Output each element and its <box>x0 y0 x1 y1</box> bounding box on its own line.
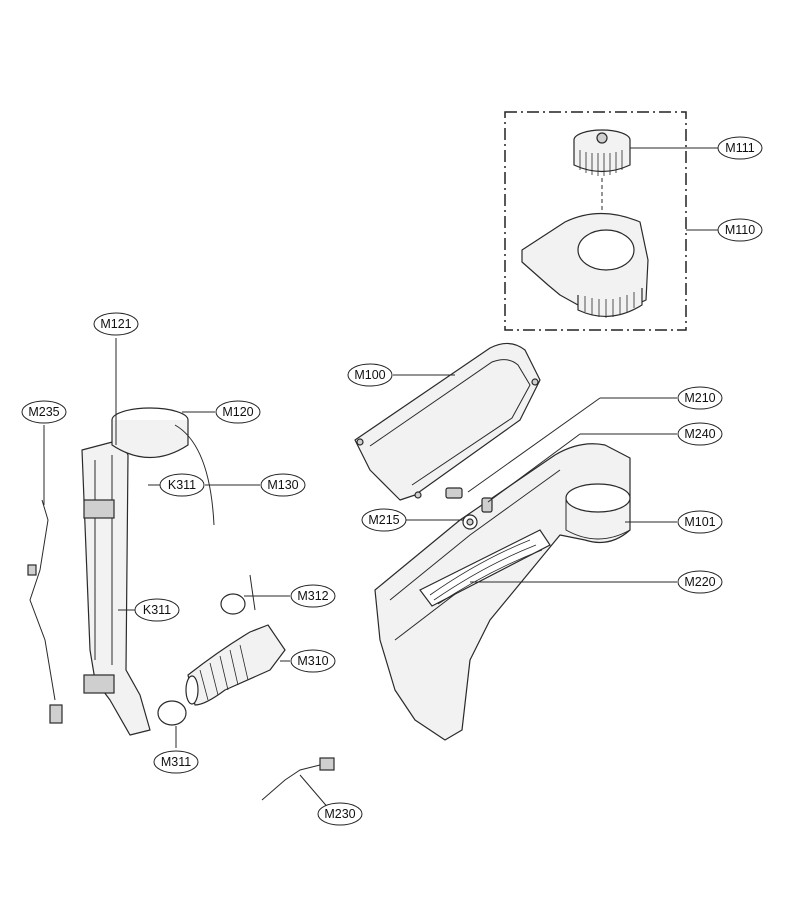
callout-m215-label: M215 <box>368 513 399 527</box>
fan-assembly-boundary <box>504 111 687 331</box>
drain-tube-part <box>174 424 215 526</box>
hose-clamp-upper-part <box>220 593 246 615</box>
callout-m215: M215 <box>361 508 407 532</box>
callout-m310-label: M310 <box>297 654 328 668</box>
callout-m130-label: M130 <box>267 478 298 492</box>
heater-element-part <box>419 529 551 607</box>
callout-m110: M110 <box>717 218 763 242</box>
vertical-duct-part <box>81 439 151 736</box>
callout-m240-label: M240 <box>684 427 715 441</box>
callout-m130: M130 <box>260 473 306 497</box>
callout-m310: M310 <box>290 649 336 673</box>
callout-m311: M311 <box>153 750 199 774</box>
callout-m101: M101 <box>677 510 723 534</box>
callout-m121-label: M121 <box>100 317 131 331</box>
callout-m235: M235 <box>21 400 67 424</box>
fan-housing-part <box>521 213 649 318</box>
callout-m220-label: M220 <box>684 575 715 589</box>
duct-elbow-part <box>111 407 189 459</box>
bellows-hose-part <box>185 624 286 706</box>
callout-m100-label: M100 <box>354 368 385 382</box>
callout-m311-label: M311 <box>161 755 191 769</box>
clamp-screw-part <box>249 574 256 611</box>
callout-m210: M210 <box>677 386 723 410</box>
fan-motor-part <box>573 129 631 210</box>
callout-m100: M100 <box>347 363 393 387</box>
duct-cover-part <box>354 342 541 501</box>
callout-m240: M240 <box>677 422 723 446</box>
callout-m120: M120 <box>215 400 261 424</box>
callout-m121: M121 <box>93 312 139 336</box>
callout-m210-label: M210 <box>684 391 715 405</box>
callout-m312-label: M312 <box>297 589 328 603</box>
callout-m230: M230 <box>317 802 363 826</box>
callout-m110-label: M110 <box>725 223 755 237</box>
callout-k311-bottom: K311 <box>134 598 180 622</box>
callout-k311-bottom-label: K311 <box>143 603 171 617</box>
sensor-wire-part <box>261 757 335 801</box>
callout-m111-label: M111 <box>725 141 754 155</box>
callout-m101-label: M101 <box>684 515 715 529</box>
callout-m312: M312 <box>290 584 336 608</box>
callout-k311-top-label: K311 <box>168 478 196 492</box>
callout-m111: M111 <box>717 136 763 160</box>
callout-m230-label: M230 <box>324 807 355 821</box>
callout-m120-label: M120 <box>222 405 253 419</box>
callout-m235-label: M235 <box>28 405 59 419</box>
wire-harness-part <box>27 499 63 724</box>
callout-k311-top: K311 <box>159 473 205 497</box>
hose-clamp-lower-part <box>157 700 187 726</box>
callout-m220: M220 <box>677 570 723 594</box>
